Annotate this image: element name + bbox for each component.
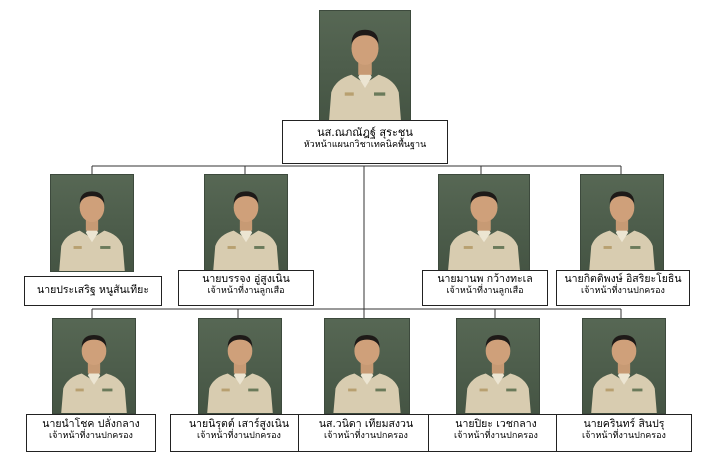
row1-label-1: นายประเสริฐ หนูสันเทียะ <box>24 276 162 306</box>
row2-position-2: เจ้าหน้าที่งานปกครอง <box>197 431 281 442</box>
head-name: นส.ณภณัฎฐ์ สุระชน <box>317 126 413 139</box>
row2-position-5: เจ้าหน้าที่งานปกครอง <box>582 431 666 442</box>
row2-photo-4 <box>456 318 540 414</box>
head-label: นส.ณภณัฎฐ์ สุระชน หัวหน้าแผนกวิชาเทคนิคพ… <box>282 120 448 164</box>
row2-position-1: เจ้าหน้าที่งานปกครอง <box>49 431 133 442</box>
row2-label-4: นายปิยะ เวชกลาง เจ้าหน้าที่งานปกครอง <box>428 414 564 452</box>
row1-name-3: นายมานพ กว้างทะเล <box>437 273 533 285</box>
row2-photo-1 <box>52 318 136 414</box>
row1-photo-1 <box>50 174 134 272</box>
row2-name-4: นายปิยะ เวชกลาง <box>455 418 537 430</box>
row2-position-3: เจ้าหน้าที่งานปกครอง <box>324 431 408 442</box>
row1-label-3: นายมานพ กว้างทะเล เจ้าหน้าที่งานลูกเสือ <box>422 270 548 306</box>
row2-photo-3 <box>324 318 410 414</box>
row1-photo-2 <box>204 174 288 272</box>
row2-name-3: นส.วนิดา เทียมสงวน <box>318 418 414 430</box>
head-position: หัวหน้าแผนกวิชาเทคนิคพื้นฐาน <box>303 139 427 150</box>
row1-name-4: นายกิตติพงษ์ อิสริยะโยธิน <box>564 273 682 285</box>
row2-label-5: นายครินทร์ สินปรุ เจ้าหน้าที่งานปกครอง <box>556 414 692 452</box>
row2-photo-2 <box>198 318 282 414</box>
row1-photo-3 <box>438 174 530 272</box>
row2-label-2: นายนิรุตต์ เสาร์สูงเนิน เจ้าหน้าที่งานปก… <box>170 414 308 452</box>
row2-label-1: นายนำโชค ปลั่งกลาง เจ้าหน้าที่งานปกครอง <box>26 414 156 452</box>
head-photo <box>319 10 411 122</box>
row1-position-2: เจ้าหน้าที่งานลูกเสือ <box>207 286 285 297</box>
row2-name-1: นายนำโชค ปลั่งกลาง <box>42 418 140 430</box>
row1-name-2: นายบรรจง อู่สูงเนิน <box>202 273 290 285</box>
row1-photo-4 <box>580 174 664 272</box>
row2-name-2: นายนิรุตต์ เสาร์สูงเนิน <box>188 418 290 430</box>
row1-name-1: นายประเสริฐ หนูสันเทียะ <box>37 284 149 296</box>
row1-position-4: เจ้าหน้าที่งานปกครอง <box>581 286 665 297</box>
row1-position-3: เจ้าหน้าที่งานลูกเสือ <box>446 286 524 297</box>
row2-photo-5 <box>582 318 666 414</box>
row2-label-3: นส.วนิดา เทียมสงวน เจ้าหน้าที่งานปกครอง <box>298 414 434 452</box>
row1-label-2: นายบรรจง อู่สูงเนิน เจ้าหน้าที่งานลูกเสื… <box>178 270 314 306</box>
row2-name-5: นายครินทร์ สินปรุ <box>583 418 665 430</box>
row1-label-4: นายกิตติพงษ์ อิสริยะโยธิน เจ้าหน้าที่งาน… <box>556 270 690 306</box>
row2-position-4: เจ้าหน้าที่งานปกครอง <box>454 431 538 442</box>
